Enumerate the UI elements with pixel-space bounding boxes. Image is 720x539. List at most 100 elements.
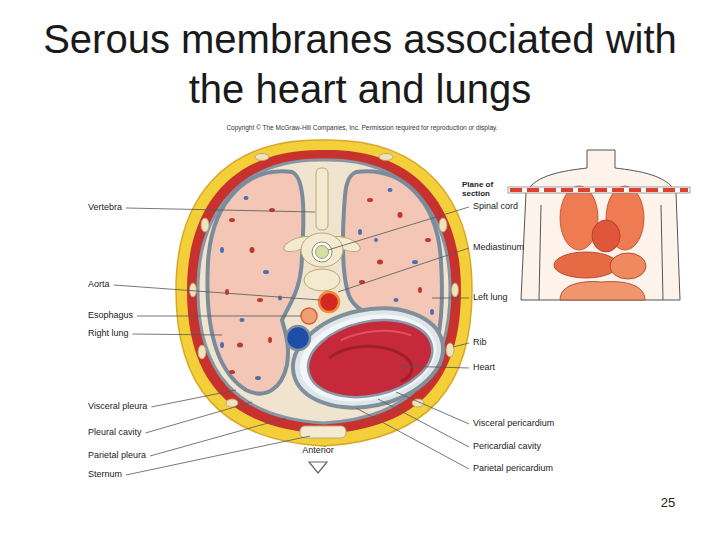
part-label: Parietal pericardium (473, 464, 553, 474)
leader-line (396, 392, 469, 424)
leader-line (151, 390, 236, 407)
vessel-dot (425, 238, 431, 242)
rib (446, 343, 454, 357)
heart-group (284, 295, 453, 421)
vena-cava (286, 326, 310, 350)
rib (452, 283, 459, 297)
vertebra-shape (282, 168, 362, 291)
part-label: Pericardial cavity (473, 442, 541, 452)
copyright-note: Copyright © The McGraw-Hill Companies, I… (226, 124, 497, 131)
part-label: Visceral pleura (88, 402, 147, 412)
esophagus-shape (301, 308, 317, 324)
vessel-dot (220, 247, 224, 253)
vertebral-body (304, 269, 340, 291)
rib (226, 399, 238, 407)
vessel-dot (367, 198, 373, 202)
rib (198, 345, 206, 359)
leader-line (338, 248, 469, 292)
part-label: Right lung (88, 329, 129, 339)
sternum-shape (300, 426, 346, 438)
aorta-shape (319, 292, 339, 312)
page-number: 25 (661, 496, 675, 510)
vessel-dot (268, 337, 272, 343)
part-label: Parietal pleura (88, 451, 146, 461)
leader-line (150, 418, 286, 456)
vessel-dot (237, 343, 243, 348)
ribs (190, 154, 459, 408)
leader-line (126, 208, 315, 212)
leader-line (146, 402, 252, 433)
inset-stomach (610, 253, 646, 279)
part-label: Esophagus (88, 311, 133, 321)
part-label: Spinal cord (473, 202, 518, 212)
vessel-dot (377, 260, 383, 265)
rib (379, 154, 393, 161)
part-label: Left lung (473, 293, 508, 303)
parietal-pericardium-shape (284, 295, 453, 421)
slide-title: Serous membranes associated with the hea… (40, 14, 680, 114)
leader-line (453, 343, 469, 347)
part-label: Sternum (88, 470, 122, 480)
spinal-cord-shape (316, 246, 329, 259)
vessel-dot (358, 229, 362, 235)
leader-line (133, 334, 222, 335)
vessel-dot (394, 298, 399, 302)
spinous-process (316, 168, 328, 230)
right-lung (207, 171, 303, 393)
vessel-dot (430, 309, 434, 315)
section-plane-stripe (510, 188, 688, 192)
inset-liver (554, 252, 618, 278)
part-label: Mediastinum (473, 243, 524, 253)
inset-heart (592, 220, 620, 252)
body-outline (521, 150, 680, 300)
leader-line (137, 315, 301, 316)
rib (190, 283, 197, 297)
rib (201, 218, 209, 232)
part-label: Rib (473, 338, 487, 348)
vessel-dot (244, 196, 249, 200)
leader-line (114, 285, 320, 300)
vessel-dot (240, 318, 245, 322)
heart-detail (340, 323, 411, 350)
leader-line (400, 366, 469, 368)
part-label: Aorta (88, 280, 110, 290)
part-label: Pleural cavity (88, 428, 142, 438)
spinal-canal (312, 242, 332, 262)
vessel-dot (229, 218, 235, 222)
vessel-dot (374, 238, 378, 242)
vessel-dot (220, 342, 224, 348)
vessel-dot (257, 298, 263, 302)
vertebral-arch (301, 233, 343, 267)
rib (255, 154, 269, 161)
part-label: Visceral pericardium (473, 419, 554, 429)
direction-arrow (309, 462, 327, 473)
vessel-dot (388, 188, 393, 192)
vessel-dot (250, 247, 255, 253)
inset-figure (508, 150, 690, 300)
heart-shape (301, 309, 440, 408)
vessel-dot (278, 296, 282, 301)
leader-line (378, 399, 469, 447)
vessel-dot (225, 289, 229, 295)
parietal-pleura (198, 160, 450, 423)
inset-intestine (560, 282, 645, 300)
leader-line (328, 207, 469, 250)
leader-line (356, 408, 469, 469)
vessel-dot (229, 370, 235, 374)
plane-label: Plane of section (462, 181, 506, 199)
part-label: Heart (473, 363, 495, 373)
arm-outline (539, 205, 663, 300)
vessel-dot (398, 212, 403, 218)
section-plane (508, 187, 690, 193)
vessel-dot (418, 287, 422, 293)
part-label: Vertebra (88, 203, 122, 213)
rib (439, 218, 447, 232)
leader-line (126, 436, 310, 475)
pericardial-cavity-shape (292, 303, 444, 414)
direction-label: Anterior (302, 446, 334, 456)
leader-lines (114, 207, 469, 475)
vessel-dot (412, 260, 418, 264)
vessel-dot (255, 376, 261, 380)
vessel-dot (263, 270, 269, 274)
